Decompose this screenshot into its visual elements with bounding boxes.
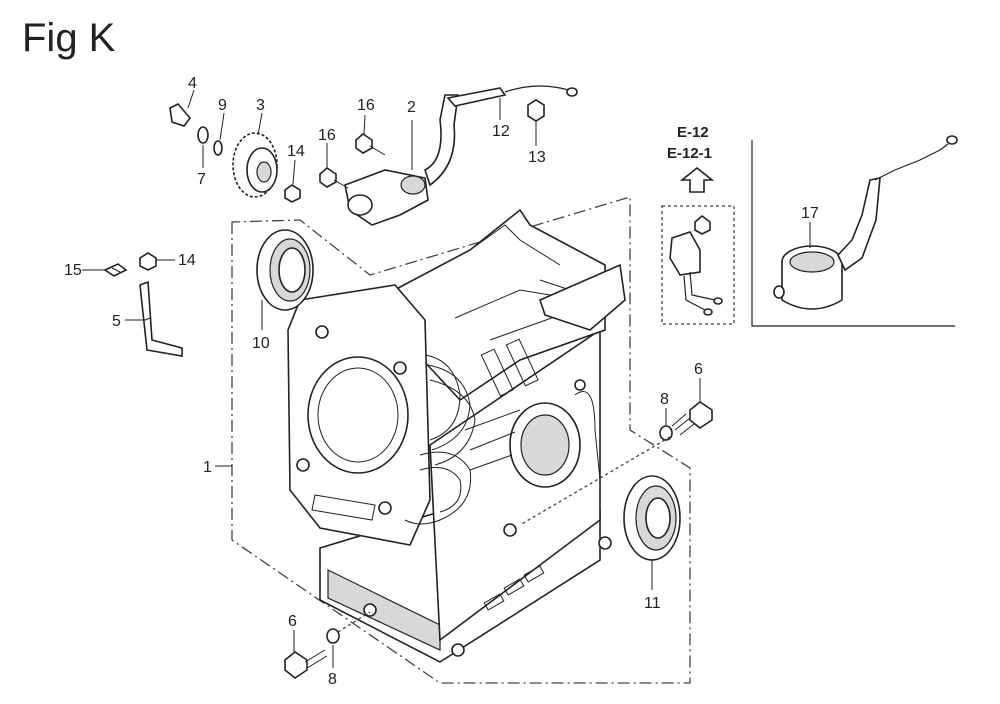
callout-3: 3 — [256, 97, 265, 114]
assembly-line-right — [519, 436, 671, 526]
callout-10: 10 — [252, 335, 270, 352]
breather-tube-5 — [139, 280, 183, 357]
wire-cord-12 — [446, 85, 578, 107]
oil-alert-unit-17 — [773, 135, 958, 310]
callout-1: 1 — [203, 459, 212, 476]
leader-line-14-top — [292, 159, 296, 185]
leader-line-16-upper — [363, 114, 366, 135]
callout-2: 2 — [407, 99, 416, 116]
governor-gear-3 — [232, 132, 278, 198]
nut-14-left — [139, 252, 157, 271]
callout-6-right: 6 — [694, 361, 703, 378]
figure-title: Fig K — [22, 16, 116, 60]
callout-15: 15 — [64, 262, 82, 279]
callout-7: 7 — [197, 171, 206, 188]
callout-13: 13 — [528, 149, 546, 166]
leader-line-9 — [219, 112, 225, 141]
crankcase-group-outline — [231, 196, 691, 684]
leader-line-3 — [257, 112, 263, 136]
callout-14-left: 14 — [178, 252, 196, 269]
callout-4: 4 — [188, 75, 197, 92]
oil-seal-11 — [623, 475, 681, 561]
callout-11: 11 — [644, 595, 661, 612]
reference-box — [661, 205, 735, 325]
callout-16-lower: 16 — [318, 127, 336, 144]
washer-8-bottom — [326, 628, 340, 644]
reference-parts-sketch — [669, 214, 723, 316]
callout-8-right: 8 — [660, 391, 669, 408]
reference-arrow — [679, 166, 715, 193]
clip-15 — [103, 263, 128, 277]
reference-label-e12-1: E-12-1 — [667, 145, 712, 162]
leader-line-4 — [187, 89, 195, 109]
callout-14-top: 14 — [287, 143, 305, 160]
washer-8-right — [659, 425, 673, 441]
crankcase — [287, 208, 626, 663]
oil-seal-10 — [256, 229, 314, 311]
part17-panel-border — [751, 140, 955, 327]
assembly-line-bottom — [337, 611, 371, 633]
callout-12: 12 — [492, 123, 510, 140]
bolt-6-bottom — [284, 649, 328, 679]
washer-7 — [197, 126, 209, 144]
shaft-4 — [169, 103, 192, 127]
washer-9 — [213, 140, 223, 156]
callout-8-bottom: 8 — [328, 671, 337, 688]
callout-6-bottom: 6 — [288, 613, 297, 630]
callout-5: 5 — [112, 313, 121, 330]
callout-16-upper: 16 — [357, 97, 375, 114]
reference-label-e12: E-12 — [677, 124, 709, 141]
switch-holder-2 — [344, 94, 459, 226]
nut-13 — [527, 99, 545, 122]
bolt-16-lower — [319, 166, 349, 189]
callout-9: 9 — [218, 97, 227, 114]
callout-17: 17 — [801, 205, 819, 222]
bolt-6-right — [671, 401, 713, 436]
nut-14-top — [284, 184, 301, 203]
bolt-16-upper — [355, 132, 386, 156]
